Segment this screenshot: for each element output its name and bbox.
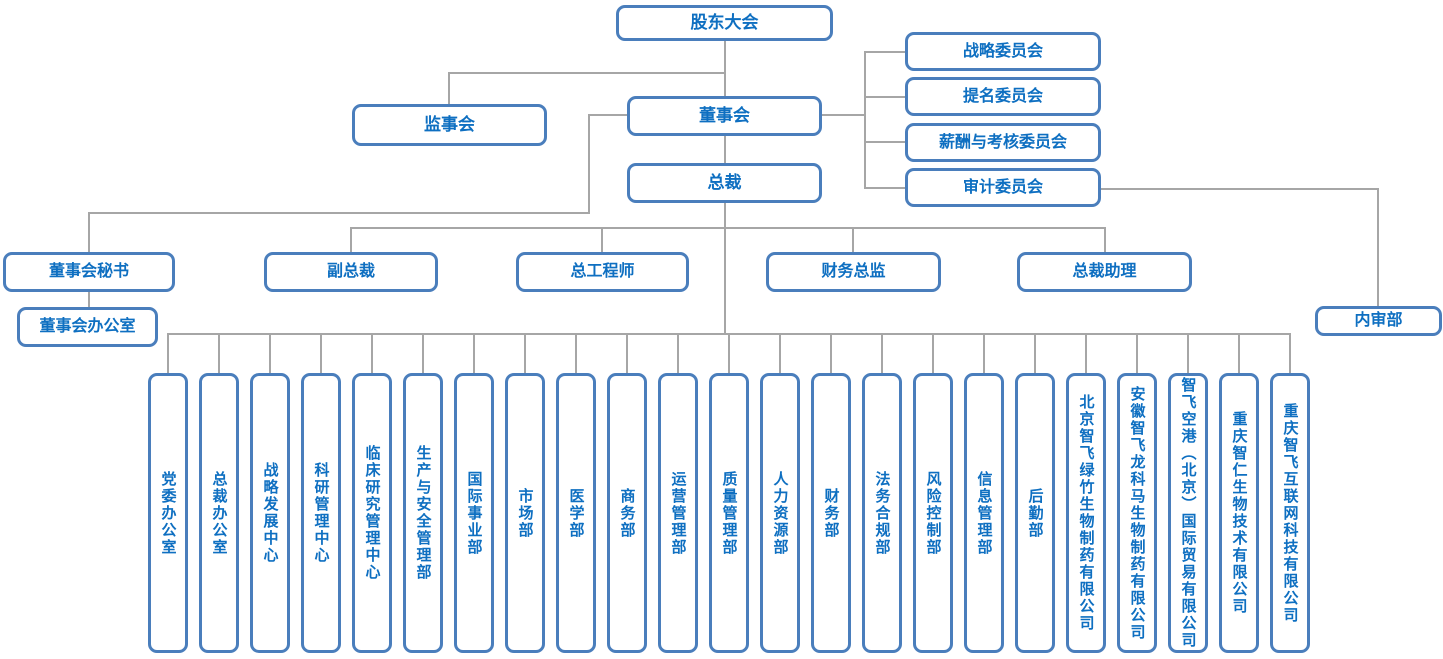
subsidiary-box: 重庆智仁生物技术有限公司 [1219, 373, 1259, 653]
subsidiary-box: 北京智飞绿竹生物制药有限公司 [1066, 373, 1106, 653]
committee-nomination: 提名委员会 [905, 77, 1101, 116]
connector [724, 41, 726, 96]
department-box: 运营管理部 [658, 373, 698, 653]
committee-strategy: 战略委员会 [905, 32, 1101, 71]
subsidiary-box: 重庆智飞互联网科技有限公司 [1270, 373, 1310, 653]
connector [351, 227, 1106, 229]
department-box: 党委办公室 [148, 373, 188, 653]
connector [422, 333, 424, 373]
connector [269, 333, 271, 373]
connector [88, 292, 90, 307]
department-box: 信息管理部 [964, 373, 1004, 653]
connector [724, 136, 726, 163]
department-box: 市场部 [505, 373, 545, 653]
connector [167, 333, 169, 373]
connector [350, 227, 352, 252]
connector [822, 114, 866, 116]
connector [864, 141, 905, 143]
connector [1085, 333, 1087, 373]
connector [864, 96, 905, 98]
connector [932, 333, 934, 373]
department-box: 国际事业部 [454, 373, 494, 653]
department-box: 生产与安全管理部 [403, 373, 443, 653]
connector [1034, 333, 1036, 373]
node-board-secretary: 董事会秘书 [3, 252, 175, 292]
connector [588, 114, 627, 116]
connector [864, 51, 905, 53]
connector [1289, 333, 1291, 373]
connector [575, 333, 577, 373]
node-vice-president: 副总裁 [264, 252, 438, 292]
department-box: 人力资源部 [760, 373, 800, 653]
node-president-assistant: 总裁助理 [1017, 252, 1192, 292]
committee-remuneration-appraisal: 薪酬与考核委员会 [905, 123, 1101, 162]
connector [88, 212, 90, 252]
connector [1136, 333, 1138, 373]
connector [677, 333, 679, 373]
connector [524, 333, 526, 373]
connector [601, 227, 603, 252]
department-box: 总裁办公室 [199, 373, 239, 653]
node-board-of-directors: 董事会 [627, 96, 822, 136]
node-president: 总裁 [627, 163, 822, 203]
department-box: 法务合规部 [862, 373, 902, 653]
department-box: 风险控制部 [913, 373, 953, 653]
connector [473, 333, 475, 373]
department-box: 后勤部 [1015, 373, 1055, 653]
department-box: 战略发展中心 [250, 373, 290, 653]
connector [1187, 333, 1189, 373]
connector [320, 333, 322, 373]
connector [724, 203, 726, 335]
connector [1377, 188, 1379, 306]
node-supervisory-board: 监事会 [352, 104, 547, 146]
connector [881, 333, 883, 373]
department-box: 质量管理部 [709, 373, 749, 653]
connector [852, 227, 854, 252]
department-box: 临床研究管理中心 [352, 373, 392, 653]
connector [218, 333, 220, 373]
connector [864, 51, 866, 189]
committee-audit: 审计委员会 [905, 168, 1101, 207]
connector [1101, 188, 1379, 190]
department-box: 财务部 [811, 373, 851, 653]
connector [983, 333, 985, 373]
connector [864, 187, 905, 189]
connector [779, 333, 781, 373]
department-box: 科研管理中心 [301, 373, 341, 653]
connector [449, 72, 726, 74]
connector [830, 333, 832, 373]
node-cfo: 财务总监 [766, 252, 941, 292]
subsidiary-box: 安徽智飞龙科马生物制药有限公司 [1117, 373, 1157, 653]
connector [371, 333, 373, 373]
connector [448, 72, 450, 105]
connector [728, 333, 730, 373]
connector [588, 114, 590, 214]
department-box: 医学部 [556, 373, 596, 653]
department-box: 商务部 [607, 373, 647, 653]
node-board-office: 董事会办公室 [17, 307, 158, 347]
connector [1238, 333, 1240, 373]
node-shareholders-meeting: 股东大会 [616, 5, 833, 41]
node-internal-audit-dept: 内审部 [1315, 306, 1442, 336]
subsidiary-box: 智飞空港（北京）国际贸易有限公司 [1168, 373, 1208, 653]
connector [1104, 227, 1106, 252]
connector [88, 212, 590, 214]
connector [626, 333, 628, 373]
node-chief-engineer: 总工程师 [516, 252, 689, 292]
